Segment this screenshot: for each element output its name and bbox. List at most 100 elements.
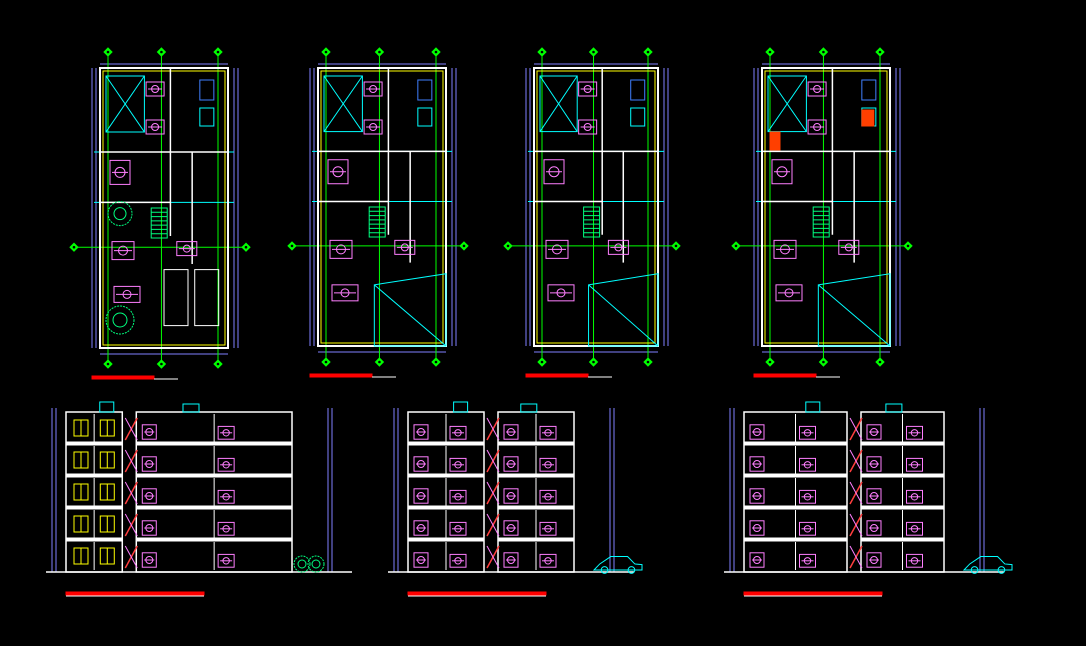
furniture-outline — [539, 489, 557, 504]
diamond-bubble-icon — [241, 242, 251, 252]
furniture-circle — [369, 85, 378, 93]
furniture-block — [141, 488, 157, 504]
furniture-block — [749, 456, 765, 472]
diamond-bubble-icon — [818, 357, 829, 367]
furniture-block — [176, 241, 198, 257]
stair-core — [849, 417, 863, 569]
bathroom-fixture — [417, 107, 433, 127]
furniture-outline — [141, 456, 157, 472]
furniture-outline — [771, 159, 793, 185]
diamond-bubble-icon — [903, 241, 913, 251]
plan-title-bar — [91, 375, 155, 380]
stair-flight — [849, 545, 863, 569]
bathroom-fixture — [630, 79, 646, 101]
light-well-cross — [767, 75, 807, 132]
furniture-block — [543, 159, 565, 185]
diamond-bubble-icon — [537, 47, 547, 57]
fixture-highlight — [861, 109, 875, 127]
furniture-outline — [145, 119, 165, 135]
floor-slab — [860, 537, 945, 542]
furniture-circle — [507, 492, 515, 500]
plan-title-bar — [525, 373, 589, 378]
exterior-wall — [99, 67, 229, 349]
furniture-block — [111, 241, 135, 261]
floor-slab — [407, 473, 485, 478]
furniture-outline — [866, 488, 882, 504]
tree-canopy — [307, 555, 325, 573]
furniture-outline — [217, 489, 235, 504]
roof-parapet — [182, 403, 200, 413]
furniture-block — [141, 552, 157, 568]
plan-4 — [731, 47, 913, 378]
furniture-circle — [753, 524, 761, 532]
furniture-circle — [556, 288, 566, 298]
furniture-block — [539, 457, 557, 472]
furniture-outline — [749, 488, 765, 504]
furniture-circle — [583, 85, 592, 93]
furniture-circle — [910, 525, 919, 533]
furniture-circle — [145, 524, 154, 532]
bubble-dot — [540, 50, 544, 54]
furniture-outline — [217, 457, 235, 472]
section-title-bar — [743, 591, 883, 596]
furniture-block — [413, 424, 429, 440]
car-body — [962, 556, 1013, 571]
diamond-bubble-icon — [103, 359, 113, 369]
furniture-circle — [784, 288, 794, 298]
furniture-outline — [363, 119, 383, 135]
furniture-block — [866, 552, 882, 568]
furniture-outline — [749, 424, 765, 440]
block-outline — [407, 411, 485, 573]
elevation-front — [46, 401, 352, 597]
roof-parapet — [453, 401, 469, 413]
furniture-outline — [578, 119, 598, 135]
furniture-block — [145, 119, 165, 135]
furniture-circle — [369, 123, 378, 131]
furniture-circle — [583, 123, 592, 131]
furniture-outline — [799, 457, 816, 472]
diamond-bubble-icon — [643, 47, 653, 57]
stair-outline — [368, 206, 386, 238]
diamond-bubble-icon — [103, 47, 113, 57]
stair-flight — [486, 545, 500, 569]
stair-flight — [124, 545, 138, 569]
furniture-circle — [222, 461, 230, 469]
diamond-bubble-icon — [374, 47, 385, 57]
furniture-block — [906, 489, 923, 504]
diamond-bubble-icon — [431, 47, 441, 57]
block-outline — [65, 411, 124, 573]
furniture-block — [578, 81, 598, 97]
light-well — [105, 75, 145, 133]
furniture-block — [413, 456, 429, 472]
furniture-circle — [552, 244, 562, 255]
bubble-dot — [244, 245, 248, 249]
furniture-circle — [507, 556, 515, 564]
car-wheel — [970, 566, 979, 574]
roof-parapet — [520, 403, 538, 413]
furniture-block — [607, 239, 629, 255]
furniture-circle — [182, 244, 191, 253]
stair-flight — [849, 481, 863, 505]
floor-slab — [497, 441, 575, 446]
stair-run — [812, 206, 830, 238]
furniture-block — [449, 521, 467, 536]
furniture-block — [413, 520, 429, 536]
furniture-block — [503, 424, 519, 440]
furniture-outline — [141, 520, 157, 536]
furniture-outline — [413, 488, 429, 504]
bubble-dot — [592, 50, 595, 54]
furniture-block — [113, 285, 141, 303]
wall-inner-face — [320, 70, 444, 344]
floor-slab — [860, 505, 945, 510]
stair-outline — [150, 207, 168, 239]
section-title-bar — [407, 591, 547, 596]
furniture-outline — [449, 425, 467, 440]
furniture-outline — [799, 553, 816, 568]
bubble-dot — [506, 244, 510, 248]
bubble-dot — [290, 244, 294, 248]
furniture-outline — [607, 239, 629, 255]
furniture-outline — [547, 284, 575, 302]
furniture-circle — [332, 166, 344, 178]
furniture-circle — [753, 428, 761, 436]
